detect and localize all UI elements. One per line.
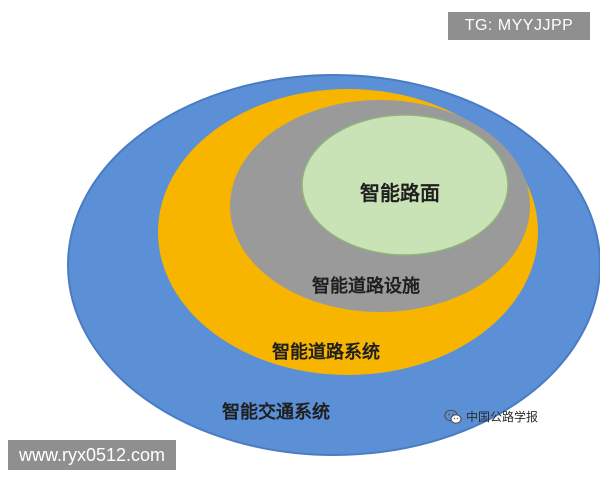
label-intelligent-pavement: 智能路面: [360, 181, 440, 205]
label-intelligent-road-system: 智能道路系统: [272, 341, 380, 363]
source-name: 中国公路学报: [466, 410, 539, 424]
label-intelligent-transport-system: 智能交通系统: [222, 401, 330, 423]
label-intelligent-road-facilities: 智能道路设施: [312, 275, 420, 297]
watermark-top-right: TG: MYYJJPP: [448, 12, 590, 40]
source-tag: 中国公路学报: [444, 408, 538, 425]
ring-intelligent-pavement: [301, 114, 509, 256]
watermark-bottom-left: www.ryx0512.com: [8, 440, 176, 470]
wechat-icon: [444, 409, 462, 424]
